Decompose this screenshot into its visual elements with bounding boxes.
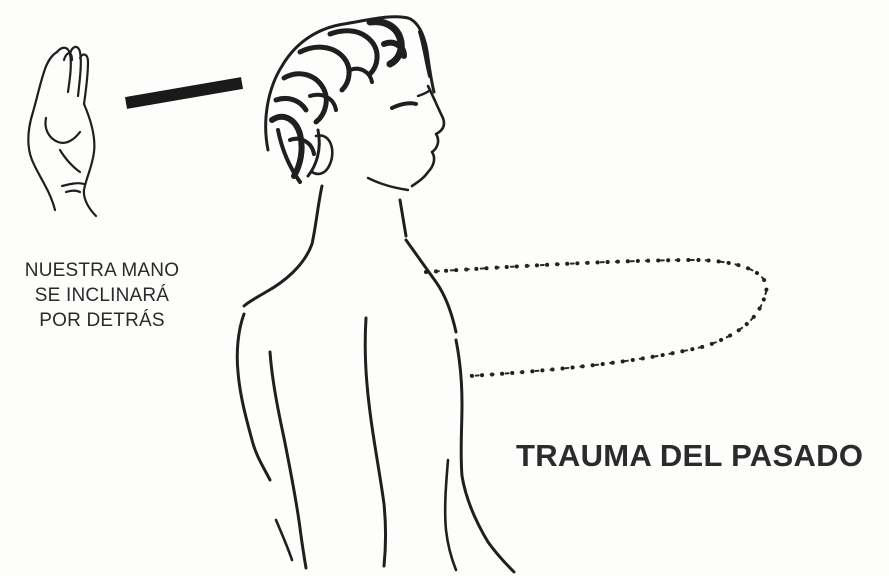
person-profile-illustration: [237, 17, 514, 572]
neck-back: [244, 186, 322, 306]
neck-front: [400, 200, 406, 236]
caption-line-2: SE INCLINARÁ: [4, 283, 200, 308]
shoulder-blade-line: [365, 318, 385, 566]
shoulder-front: [406, 240, 456, 332]
arm-inner: [445, 460, 456, 570]
hand-icon: [28, 47, 96, 216]
spine-line: [270, 352, 306, 568]
hand-caption: NUESTRA MANO SE INCLINARÁ POR DETRÁS: [4, 258, 200, 333]
hair: [266, 17, 434, 182]
trauma-zone-outline: [426, 260, 766, 376]
pointer-line: [126, 83, 242, 103]
arm-front: [456, 340, 514, 572]
trauma-zone-outline-dashes: [426, 260, 766, 376]
face-profile: [412, 86, 444, 186]
caption-line-1: NUESTRA MANO: [4, 258, 200, 283]
caption-line-3: POR DETRÁS: [4, 308, 200, 333]
back-contour: [237, 314, 270, 480]
eye: [392, 103, 416, 108]
trauma-title: TRAUMA DEL PASADO: [516, 438, 882, 474]
